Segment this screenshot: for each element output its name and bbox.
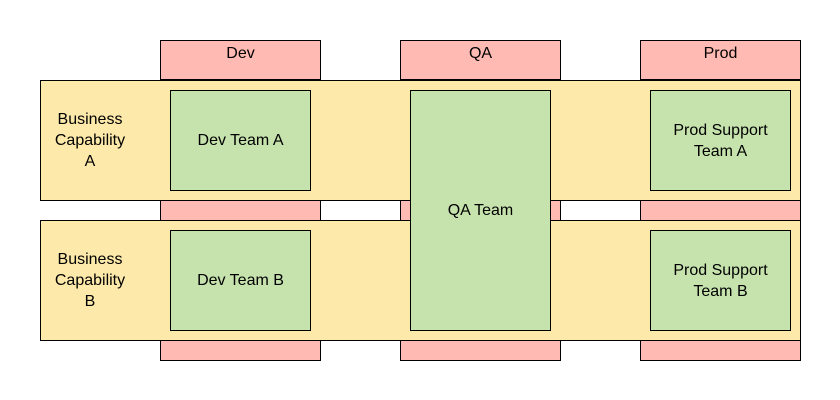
prod-column-header (640, 40, 801, 80)
qa-team-label: QA Team (447, 202, 514, 219)
dev-column-label: Dev (226, 45, 255, 62)
dev-column-gap (160, 200, 321, 221)
dev-column-header (160, 40, 321, 80)
qa-column-label: QA (468, 45, 493, 62)
prod-support-team-a-box (650, 90, 791, 191)
dev-team-b-label: Dev Team B (197, 272, 284, 289)
qa-column-header (400, 40, 561, 80)
dev-team-b-box (170, 230, 311, 331)
qa-team-box (410, 90, 551, 331)
business-capability-b-label: Business Capability B (54, 251, 126, 310)
prod-support-team-b-label: Prod Support Team B (673, 261, 768, 300)
prod-column-label: Prod (703, 45, 738, 62)
prod-support-team-b-box (650, 230, 791, 331)
prod-support-team-a-label: Prod Support Team A (673, 121, 768, 160)
dev-column-footer (160, 340, 321, 361)
dev-team-a-box (170, 90, 311, 191)
dev-team-a-label: Dev Team A (197, 132, 284, 149)
prod-column-gap (640, 200, 801, 221)
prod-column-footer (640, 340, 801, 361)
qa-column-footer (400, 340, 561, 361)
business-capability-a-label: Business Capability A (54, 111, 126, 170)
